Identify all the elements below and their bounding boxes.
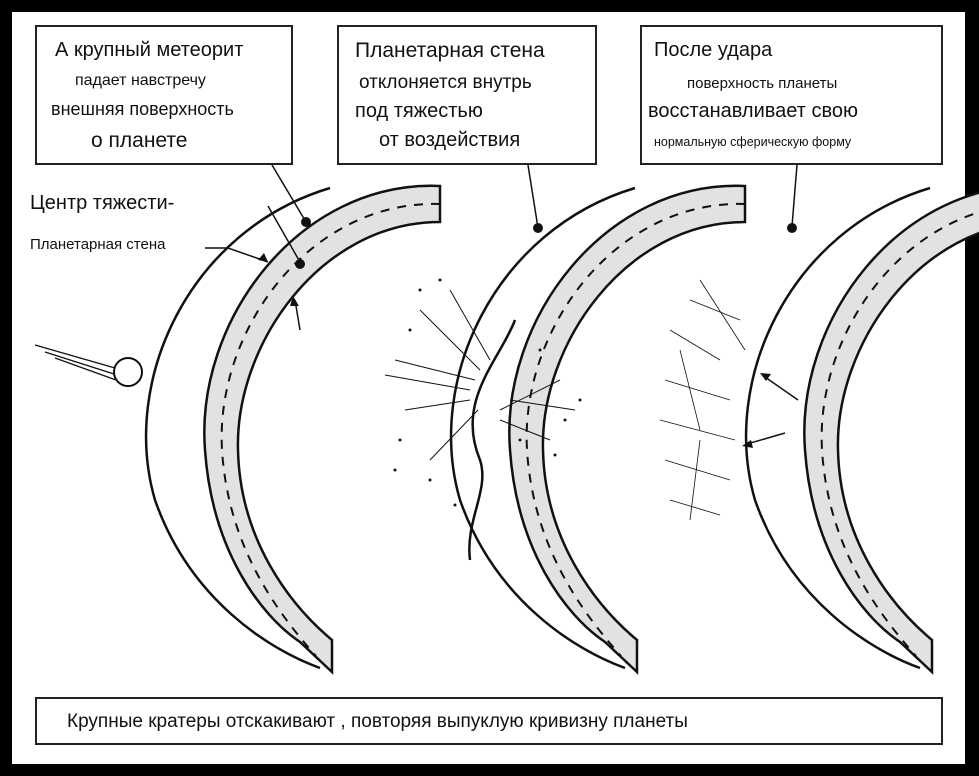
- callout-line-3: [791, 164, 798, 227]
- step-3-line-3: восстанавливает свою: [648, 100, 858, 122]
- step-2-box: Планетарная стена отклоняется внутрь под…: [337, 25, 597, 165]
- step-1-line-2: падает навстречу: [75, 72, 206, 89]
- step-1-line-3: внешняя поверхность: [51, 99, 234, 119]
- panel-3-crescent: [744, 184, 979, 674]
- step-3-line-2: поверхность планеты: [687, 75, 838, 92]
- panel-1-crescent: [144, 184, 442, 674]
- arrow-icon: [258, 253, 268, 262]
- step-2-line-4: от воздействия: [379, 129, 521, 151]
- arrow-icon: [290, 296, 299, 306]
- panel-2-crescent: [449, 184, 747, 674]
- step-2-line-3: под тяжестью: [355, 100, 483, 122]
- wall-label-leader: [205, 247, 269, 263]
- step-1-line-1: А крупный метеорит: [55, 39, 244, 61]
- meteor-trail: [34, 344, 117, 381]
- center-of-gravity-label: Центр тяжести-: [30, 192, 175, 214]
- callout-line-2: [527, 164, 539, 229]
- step-1-box: А крупный метеорит падает навстречу внеш…: [35, 25, 293, 165]
- step-3-box: После удара поверхность планеты восстана…: [640, 25, 943, 165]
- step-2-line-2: отклоняется внутрь: [359, 72, 532, 93]
- caption-text: Крупные кратеры отскакивают , повторяя в…: [67, 711, 688, 732]
- step-2-line-1: Планетарная стена: [355, 39, 545, 62]
- step-1-line-4: о планете: [91, 129, 188, 152]
- ejecta-debris: [384, 289, 576, 461]
- callout-line-1: [271, 164, 307, 223]
- planetary-wall-label: Планетарная стена: [30, 236, 166, 253]
- crater-depression: [468, 319, 517, 561]
- arrow-icon: [760, 373, 771, 381]
- caption-box: Крупные кратеры отскакивают , повторяя в…: [35, 697, 943, 745]
- fracture-hatching: [659, 279, 746, 521]
- meteorite: [113, 357, 143, 387]
- ejecta-dots: [393, 278, 582, 507]
- arrow-icon: [742, 440, 753, 448]
- step-3-line-4: нормальную сферическую форму: [654, 135, 852, 149]
- step-3-line-1: После удара: [654, 39, 773, 61]
